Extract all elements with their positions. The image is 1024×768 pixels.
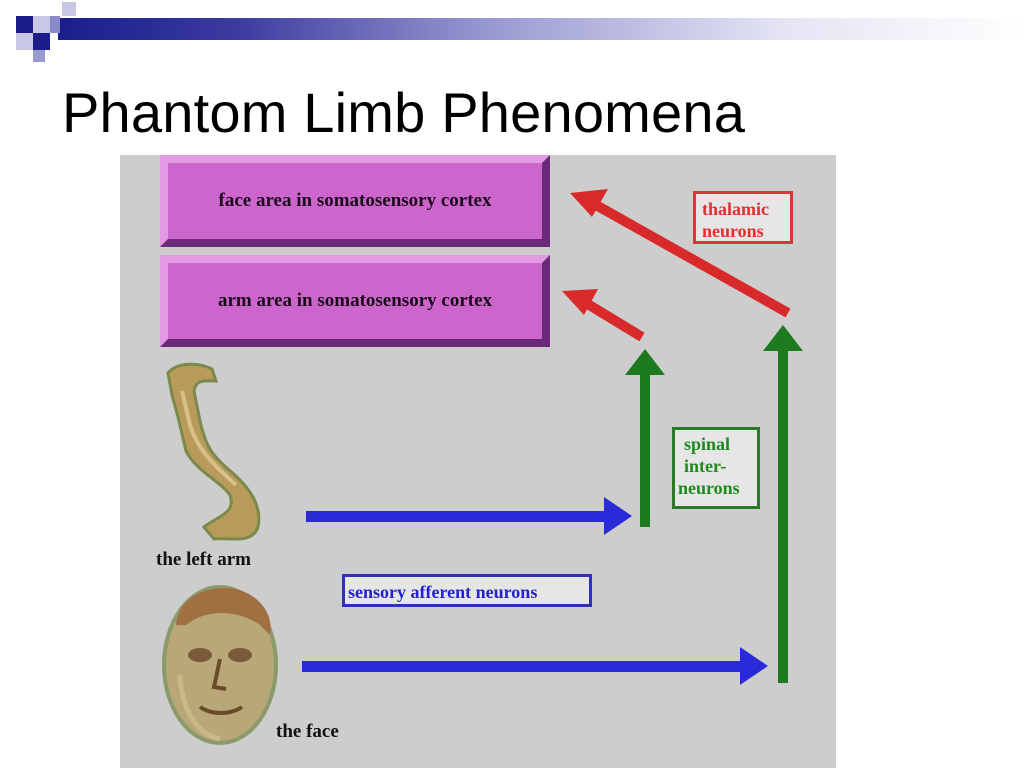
diagram-graphics: [162, 189, 803, 745]
spinal-label-line: spinal: [684, 434, 731, 454]
left-arm-illustration: [166, 362, 261, 541]
deco-square: [50, 16, 60, 33]
thalamic-label-line: thalamic: [702, 199, 769, 219]
spinal-label-line: inter-: [684, 456, 727, 476]
thalamic-label-line: neurons: [702, 221, 764, 241]
deco-square: [33, 33, 50, 50]
diagram-panel: face area in somatosensory cortex arm ar…: [120, 155, 836, 768]
deco-square: [33, 16, 50, 33]
face-area-box: face area in somatosensory cortex: [160, 155, 550, 247]
deco-square: [33, 50, 45, 62]
face-ascending-arrow: [763, 325, 803, 683]
arm-afferent-arrow: [306, 497, 632, 535]
left-arm-caption: the left arm: [156, 549, 251, 570]
sensory-afferent-label: sensory afferent neurons: [342, 574, 592, 607]
title-decoration-bar: [58, 18, 1024, 40]
spinal-label-line: neurons: [678, 478, 740, 498]
face-afferent-arrow: [302, 647, 768, 685]
face-illustration: [162, 585, 278, 745]
spinal-interneuron-arrow: [625, 349, 665, 527]
slide-title: Phantom Limb Phenomena: [62, 81, 746, 144]
thalamic-arrow-to-face-area: [570, 189, 791, 318]
deco-square: [62, 2, 76, 16]
thalamic-arrow-to-arm-area: [562, 289, 645, 342]
arm-area-box: arm area in somatosensory cortex: [160, 255, 550, 347]
thalamic-neurons-label: thalamic neurons: [693, 191, 793, 244]
deco-square: [16, 33, 33, 50]
deco-square: [16, 16, 33, 33]
spinal-interneurons-label: spinal inter- neurons: [672, 427, 760, 509]
face-caption: the face: [276, 721, 339, 742]
